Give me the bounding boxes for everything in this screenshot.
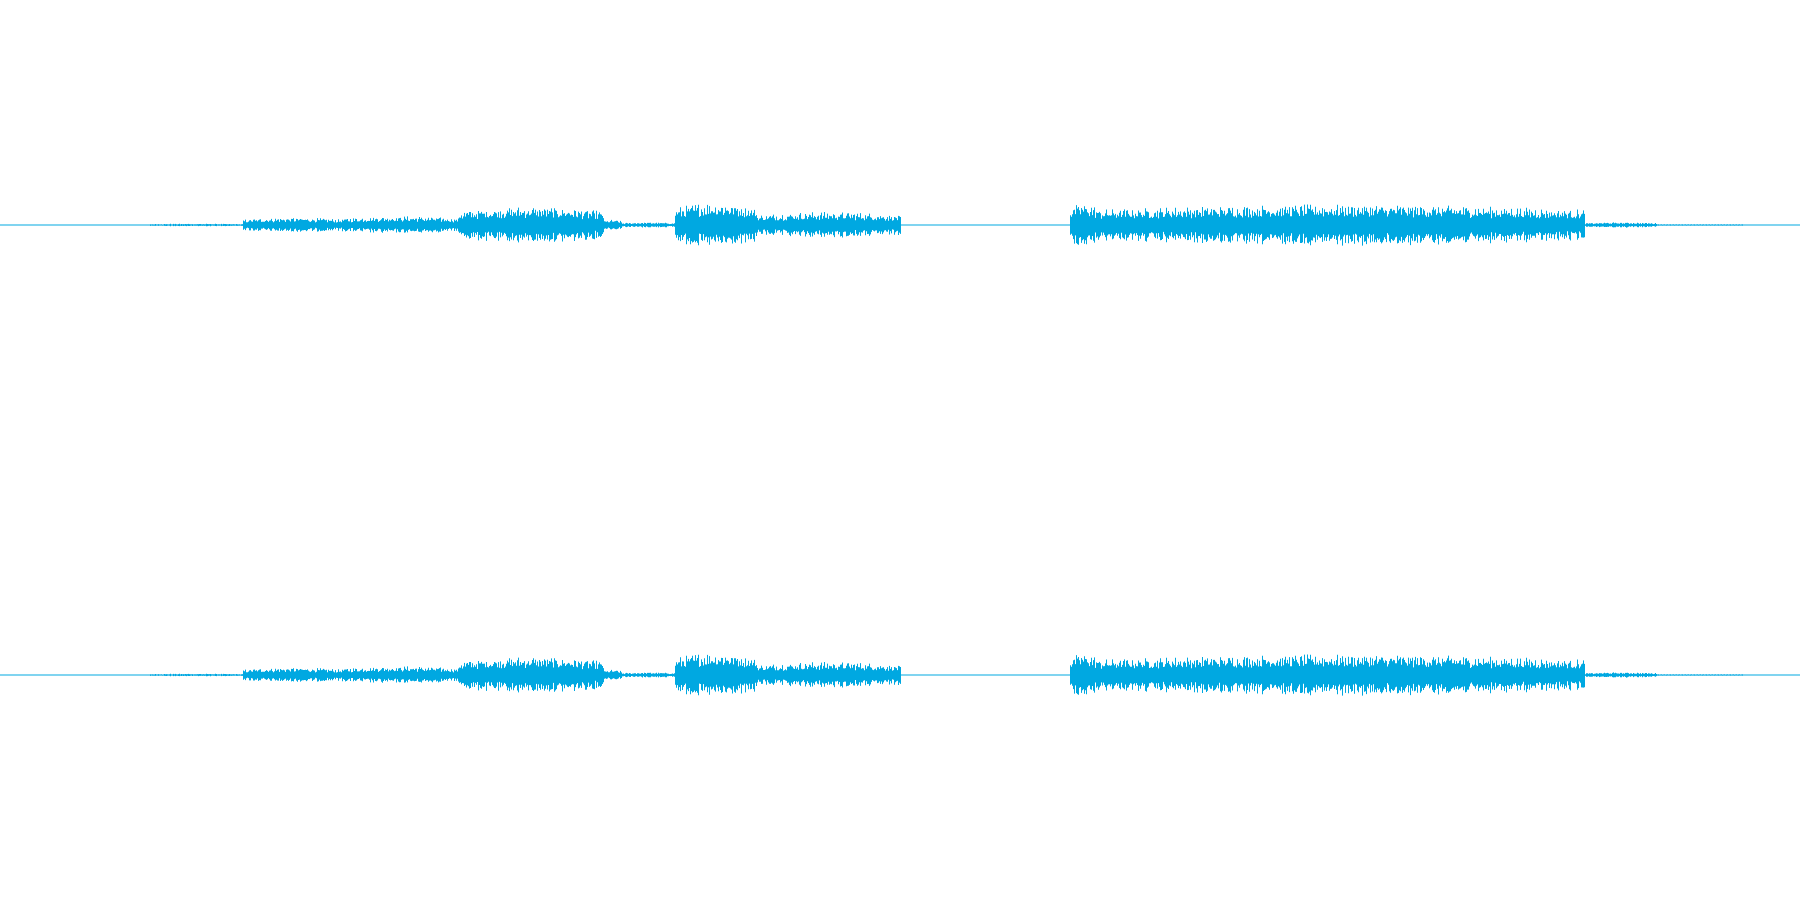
waveform-signal: [150, 204, 1743, 246]
waveform-channel-1: [0, 204, 1800, 246]
waveform-signal: [150, 654, 1743, 696]
waveform-channel-2: [0, 654, 1800, 696]
